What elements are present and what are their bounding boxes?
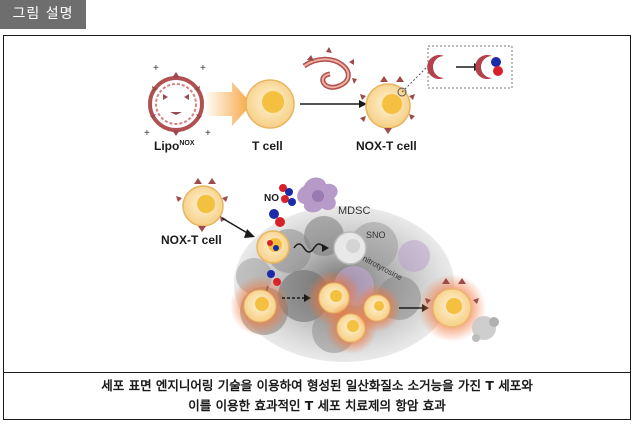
label-sno: SNO (366, 230, 386, 240)
nox-t-cell-mid-icon (176, 178, 228, 232)
no-molecule-2 (269, 209, 285, 227)
label-mdsc: MDSC (338, 205, 370, 217)
figure-illustration: + + + + (144, 45, 513, 362)
receptor-bound-icon (475, 54, 503, 80)
nox-t-cell-top-icon (360, 76, 415, 134)
inactivated-cell-icon (333, 231, 367, 265)
receptor-unbound-icon (427, 54, 444, 80)
activated-cell-4 (353, 284, 401, 332)
caption-line-1: 세포 표면 엔지니어링 기술을 이용하여 형성된 일산화질소 소거능을 가진 T… (101, 378, 533, 393)
label-nox-t-cell-mid: NOX-T cell (161, 233, 222, 247)
no-molecule-1 (279, 184, 296, 206)
mdsc-cell-icon (297, 177, 338, 213)
figure-tag: 그림 설명 (0, 0, 86, 29)
fusion-arrow (204, 82, 252, 126)
svg-text:+: + (205, 128, 211, 139)
wavy-arrow (293, 243, 325, 253)
membrane-fragment-icon (302, 47, 357, 90)
label-lipo: LipoNOX (154, 139, 195, 153)
caption-line-2: 이를 이용한 효과적인 T 세포 치료제의 항암 효과 (188, 398, 446, 413)
svg-text:+: + (144, 128, 150, 139)
label-nox-t-cell-top: NOX-T cell (356, 139, 417, 153)
activated-cell-1 (230, 276, 290, 336)
t-cell-icon (245, 79, 295, 129)
label-t-cell: T cell (252, 139, 283, 153)
dying-tumor-cell-icon (472, 316, 499, 342)
figure-frame: + + + + (3, 35, 631, 420)
killer-t-cell-icon (418, 274, 486, 342)
svg-text:+: + (200, 63, 206, 74)
figure-caption: 세포 표면 엔지니어링 기술을 이용하여 형성된 일산화질소 소거능을 가진 T… (4, 372, 630, 420)
svg-text:+: + (153, 63, 159, 74)
nox-t-cell-active-icon (256, 230, 290, 264)
lipo-nox-icon: + + + + (144, 63, 211, 139)
label-no: NO (264, 193, 279, 204)
